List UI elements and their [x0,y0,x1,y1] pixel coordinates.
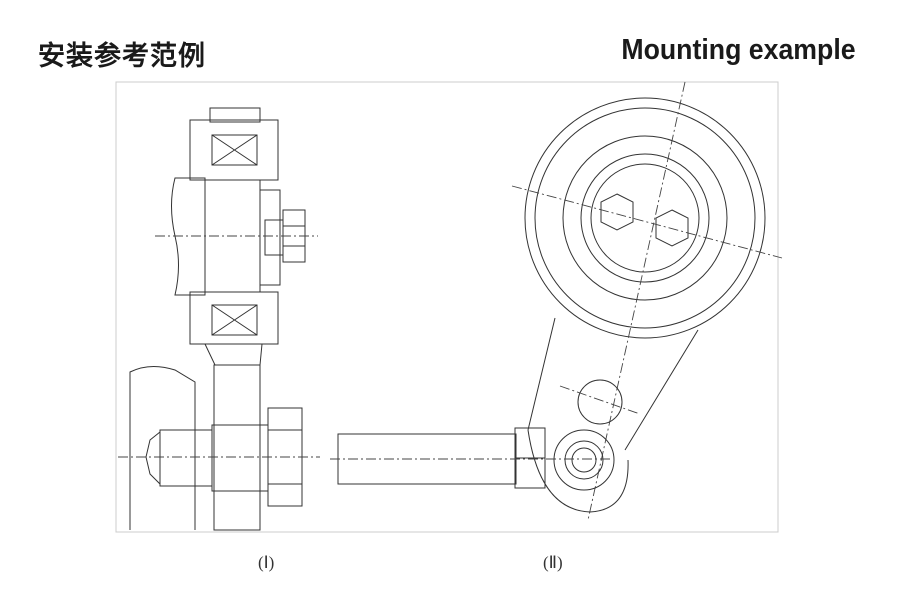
hub-circle [580,153,710,283]
figure-2-label: (Ⅱ) [543,553,563,572]
drawing-frame [115,81,779,533]
rod-eye [553,429,615,491]
outer-circle [524,97,766,339]
centerline [559,385,641,415]
housing-top-cap [209,107,261,123]
end-plate [259,189,281,286]
title-chinese: 安装参考范例 [38,41,206,72]
vertical-rod [213,364,261,531]
lever-bottom [527,429,629,513]
centerline [511,185,783,259]
mount-plate [129,366,196,530]
figure-1-label: (Ⅰ) [258,553,275,572]
pin [571,447,597,473]
lever-arm [527,317,699,451]
stud-thread [159,429,213,487]
hex-bolt-1 [600,193,634,231]
slot-end [577,379,623,425]
title-english: Mounting example [621,34,856,66]
stud-tip [145,430,161,486]
housing-bottom [189,291,279,345]
housing-neck [204,343,263,366]
bearing-bottom [211,304,258,336]
figure-2-lever-assembly [330,81,783,521]
hex-bolt-2 [655,209,689,247]
centerline [587,81,686,521]
shaft [171,177,206,296]
bearing-top [211,134,258,166]
figure-1-bearing-assembly [118,107,320,531]
